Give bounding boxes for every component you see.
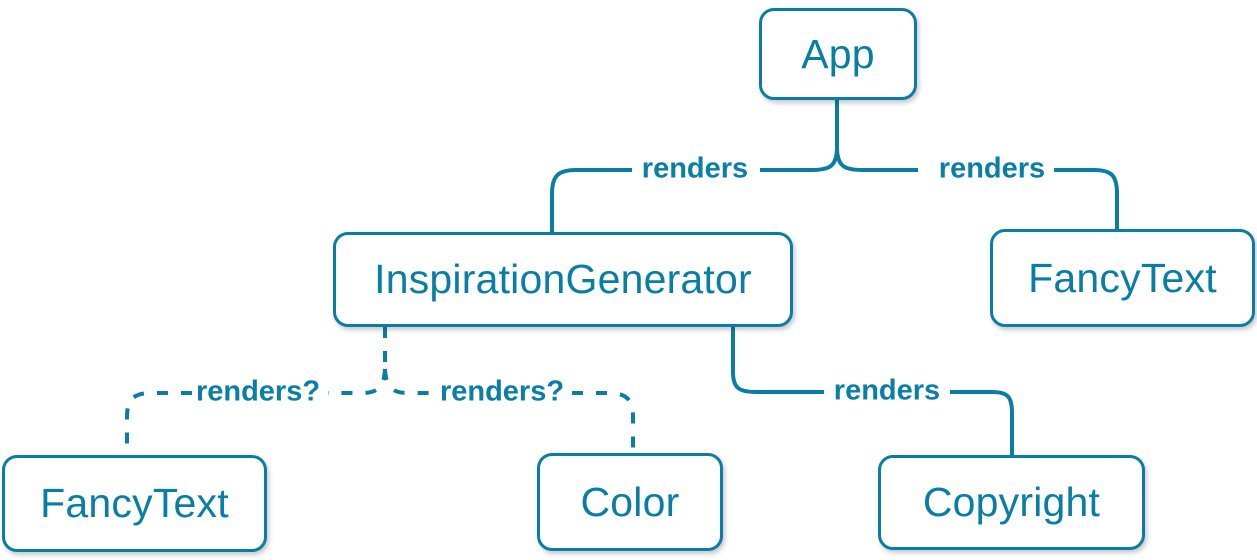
edge-ig-to-fancytext-left-of-label: [125, 391, 192, 455]
edge-ig-to-copyright-right-of-label: [950, 390, 1014, 455]
node-fancy-text-bottom: FancyText: [2, 455, 267, 552]
node-app: App: [759, 8, 917, 100]
node-copyright: Copyright: [878, 455, 1145, 550]
edge-ig-to-color-fork: [383, 368, 432, 395]
edge-ig-to-fancytext-fork: [328, 368, 387, 395]
edge-label-ig-color: renders?: [439, 375, 565, 408]
edge-app-to-fancytext-left-of-label: [835, 146, 918, 172]
edge-label-app-inspirationgenerator: renders: [641, 152, 749, 185]
node-color: Color: [537, 453, 723, 551]
edge-app-to-inspirationgenerator-right-of-label: [760, 146, 839, 172]
edge-label-app-fancytext: renders: [938, 152, 1046, 185]
edge-ig-to-copyright-left-of-label: [731, 327, 824, 394]
edge-label-ig-copyright: renders: [833, 374, 941, 407]
edge-app-to-inspirationgenerator-left-of-label: [550, 168, 632, 232]
edge-app-to-fancytext-right-of-label: [1054, 168, 1119, 229]
edge-ig-to-color-right-of-label: [572, 391, 635, 453]
edge-label-ig-fancytext: renders?: [195, 375, 321, 408]
node-inspiration-generator: InspirationGenerator: [333, 232, 793, 327]
node-fancy-text-top: FancyText: [990, 229, 1255, 327]
